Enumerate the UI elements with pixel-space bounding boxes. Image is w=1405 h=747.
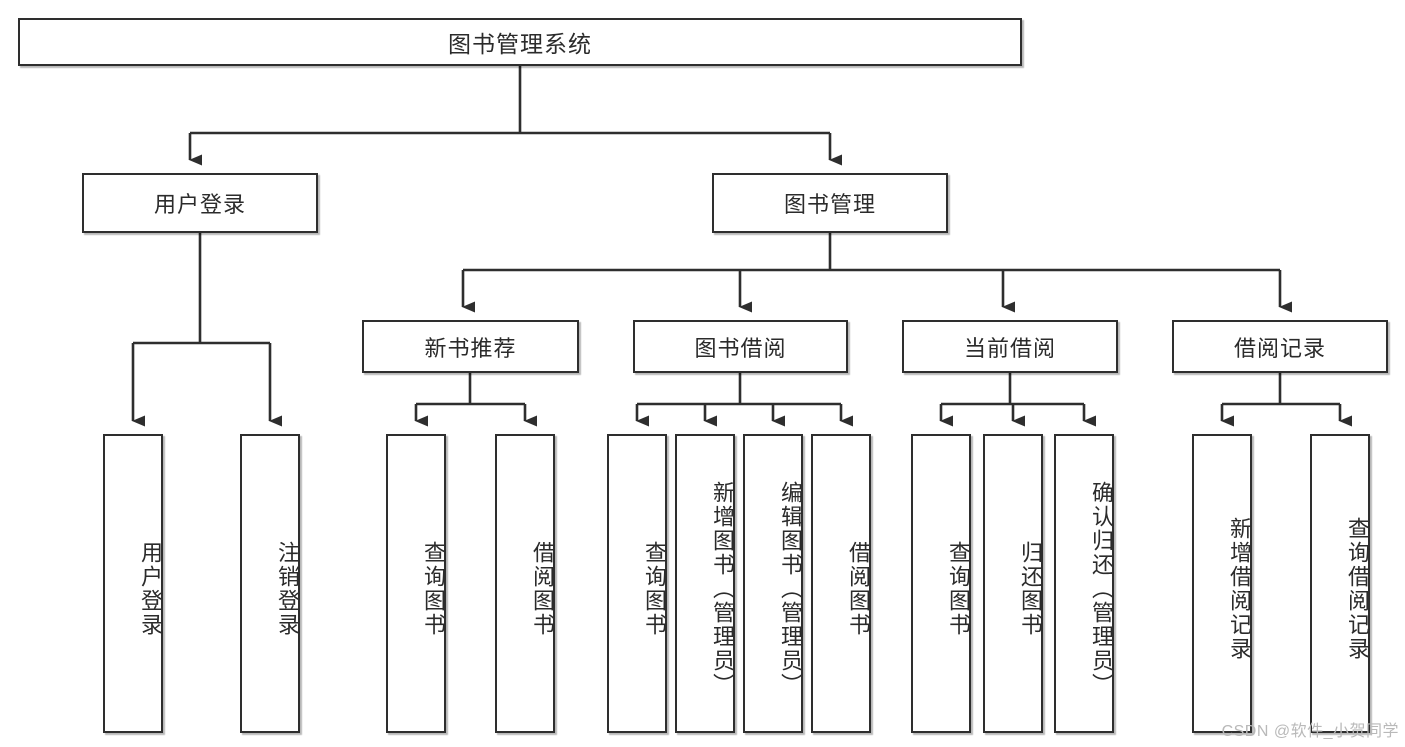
leaf-confirm-return-admin[interactable]: 确认归还（管理员）	[1054, 434, 1114, 733]
leaf-borrow-book-recommend[interactable]: 借阅图书	[495, 434, 555, 733]
leaf-return-book[interactable]: 归还图书	[983, 434, 1043, 733]
node-new-book-recommend[interactable]: 新书推荐	[362, 320, 579, 373]
leaf-logout-login[interactable]: 注销登录	[240, 434, 300, 733]
node-current-borrow[interactable]: 当前借阅	[902, 320, 1118, 373]
node-borrow-record[interactable]: 借阅记录	[1172, 320, 1388, 373]
node-book-borrow[interactable]: 图书借阅	[633, 320, 848, 373]
leaf-add-book-admin[interactable]: 新增图书（管理员）	[675, 434, 735, 733]
leaf-query-book-current[interactable]: 查询图书	[911, 434, 971, 733]
leaf-user-login[interactable]: 用户登录	[103, 434, 163, 733]
leaf-query-book-recommend[interactable]: 查询图书	[386, 434, 446, 733]
leaf-query-borrow-record[interactable]: 查询借阅记录	[1310, 434, 1370, 733]
node-root-book-management-system[interactable]: 图书管理系统	[18, 18, 1022, 66]
leaf-borrow-book[interactable]: 借阅图书	[811, 434, 871, 733]
node-user-login[interactable]: 用户登录	[82, 173, 318, 233]
leaf-edit-book-admin[interactable]: 编辑图书（管理员）	[743, 434, 803, 733]
leaf-add-borrow-record[interactable]: 新增借阅记录	[1192, 434, 1252, 733]
leaf-query-book-borrow[interactable]: 查询图书	[607, 434, 667, 733]
csdn-watermark: CSDN @软件_小贺同学	[1221, 723, 1399, 740]
node-book-management[interactable]: 图书管理	[712, 173, 948, 233]
